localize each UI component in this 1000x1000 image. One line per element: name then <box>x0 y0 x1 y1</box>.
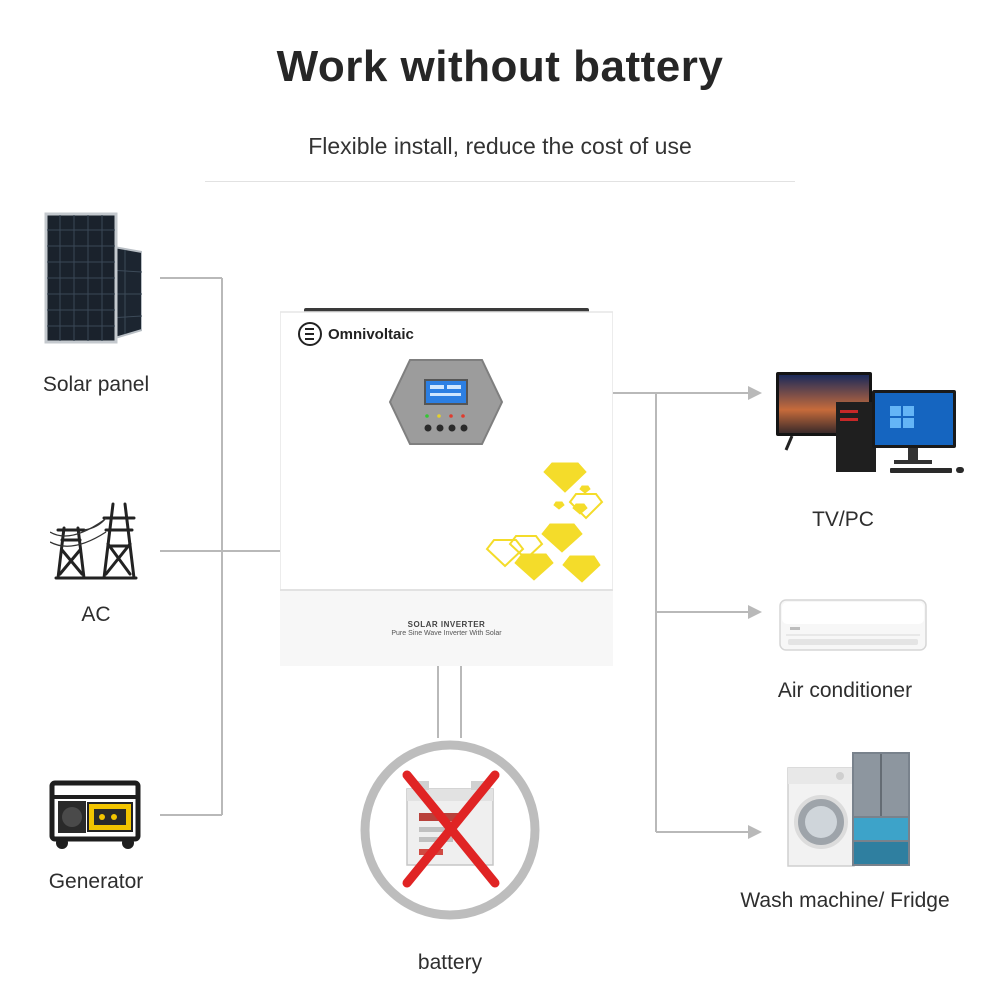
inverter-product-title: SOLAR INVERTER <box>407 620 486 629</box>
tv-pc-icon <box>776 372 964 473</box>
battery-label: battery <box>417 951 483 974</box>
inverter-unit <box>280 308 613 666</box>
arrow-head-aircon <box>748 605 762 619</box>
solar-panel-icon <box>44 212 142 344</box>
inverter-product-subtitle: Pure Sine Wave Inverter With Solar <box>391 630 502 637</box>
indicator-leds <box>425 414 465 418</box>
power-tower-icon <box>50 502 138 580</box>
arrow-head-tvpc <box>748 386 762 400</box>
generator-label: Generator <box>48 870 144 893</box>
lcd-screen-icon <box>424 379 468 405</box>
arrow-head-washer <box>748 825 762 839</box>
page-title: Work without battery <box>276 42 724 91</box>
washer-fridge-icon <box>787 752 910 867</box>
air-conditioner-label: Air conditioner <box>777 679 913 702</box>
generator-icon <box>49 780 141 849</box>
yellow-diamond-pattern <box>514 462 601 583</box>
battery-crossed-icon <box>360 740 540 920</box>
tv-pc-label: TV/PC <box>812 508 874 531</box>
brand-name: Omnivoltaic <box>328 325 414 343</box>
header-divider <box>205 181 795 182</box>
solar-panel-label: Solar panel <box>42 373 150 396</box>
washer-fridge-label: Wash machine/ Fridge <box>740 889 950 912</box>
control-buttons <box>424 424 468 432</box>
red-cross-icon <box>402 770 500 888</box>
page-subtitle: Flexible install, reduce the cost of use <box>308 133 692 159</box>
ac-label: AC <box>81 603 111 626</box>
inverter-brand: Omnivoltaic <box>298 322 414 346</box>
windows-logo-icon <box>890 406 914 428</box>
yellow-diamond-outline-pattern <box>485 493 604 568</box>
brand-logo-icon <box>298 322 322 346</box>
air-conditioner-icon <box>779 599 927 651</box>
